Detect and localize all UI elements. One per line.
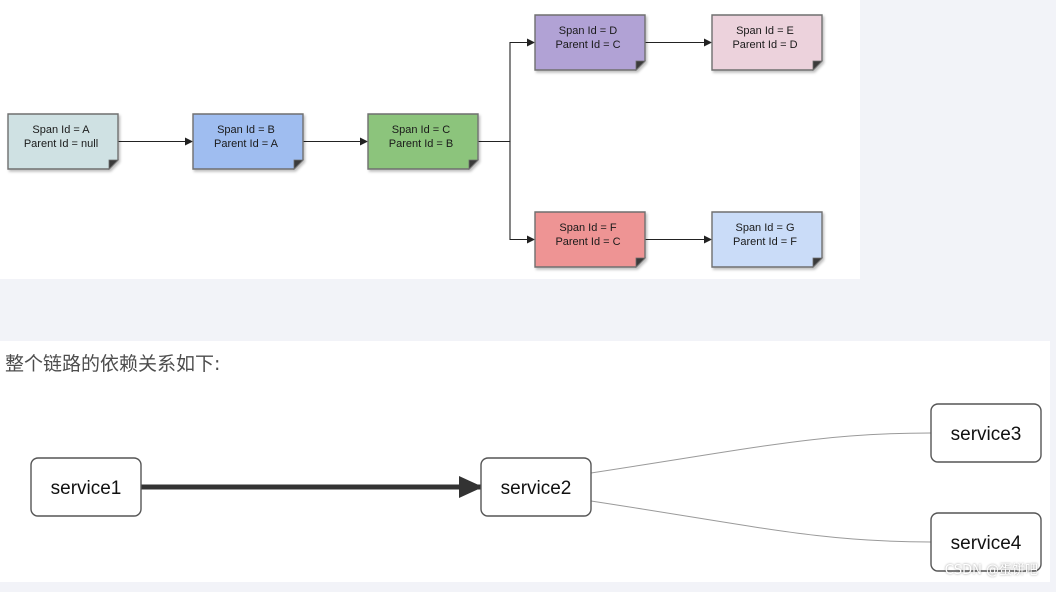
service2-label: service2 xyxy=(501,478,572,499)
span-note-C-parent-id: Parent Id = B xyxy=(389,138,454,150)
span-edge-C-F xyxy=(478,140,535,244)
span-note-E: Span Id = E Parent Id = D xyxy=(711,14,823,71)
span-tree-diagram: Span Id = A Parent Id = null Span Id = B Pa… xyxy=(0,0,860,279)
span-note-A-span-id: Span Id = A xyxy=(32,124,90,136)
dependency-caption: 整个链路的依赖关系如下: xyxy=(5,353,221,375)
service3-label: service3 xyxy=(951,424,1022,445)
span-note-F-span-id: Span Id = F xyxy=(559,222,616,234)
span-note-A: Span Id = A Parent Id = null xyxy=(7,113,119,170)
span-note-D: Span Id = D Parent Id = C xyxy=(534,14,646,71)
span-edge-C-D xyxy=(478,38,535,143)
span-note-B-parent-id: Parent Id = A xyxy=(214,138,279,150)
span-note-B: Span Id = B Parent Id = A xyxy=(192,113,304,170)
span-note-E-span-id: Span Id = E xyxy=(736,25,794,37)
span-edges xyxy=(118,38,712,244)
service4-label: service4 xyxy=(951,533,1022,554)
span-note-B-span-id: Span Id = B xyxy=(217,124,275,136)
span-note-A-parent-id: Parent Id = null xyxy=(24,138,98,150)
span-note-F-parent-id: Parent Id = C xyxy=(555,236,620,248)
span-note-E-parent-id: Parent Id = D xyxy=(732,39,797,51)
span-note-G-span-id: Span Id = G xyxy=(735,222,794,234)
service1-label: service1 xyxy=(51,478,122,499)
span-note-D-parent-id: Parent Id = C xyxy=(555,39,620,51)
service2-node: service2 xyxy=(480,457,592,517)
span-note-F: Span Id = F Parent Id = C xyxy=(534,211,646,268)
service1-node: service1 xyxy=(30,457,142,517)
service4-node: service4 xyxy=(930,512,1042,572)
span-note-D-span-id: Span Id = D xyxy=(559,25,617,37)
span-note-G-parent-id: Parent Id = F xyxy=(733,236,797,248)
span-note-C-span-id: Span Id = C xyxy=(392,124,450,136)
service3-node: service3 xyxy=(930,403,1042,463)
span-tree-canvas: Span Id = A Parent Id = null Span Id = B Pa… xyxy=(7,14,823,268)
span-note-C: Span Id = C Parent Id = B xyxy=(367,113,479,170)
dependency-edges xyxy=(141,432,932,543)
edge-service2-service4 xyxy=(590,500,932,543)
watermark: CSDN @蛋饼吧 xyxy=(944,563,1038,578)
dependency-canvas: service1 service2 service3 service4 xyxy=(30,403,1042,572)
edge-service2-service3 xyxy=(590,432,932,474)
service-dependency-diagram: service1 service2 service3 service4 整个链路的依赖… xyxy=(0,341,1050,582)
span-note-G: Span Id = G Parent Id = F xyxy=(711,211,823,268)
